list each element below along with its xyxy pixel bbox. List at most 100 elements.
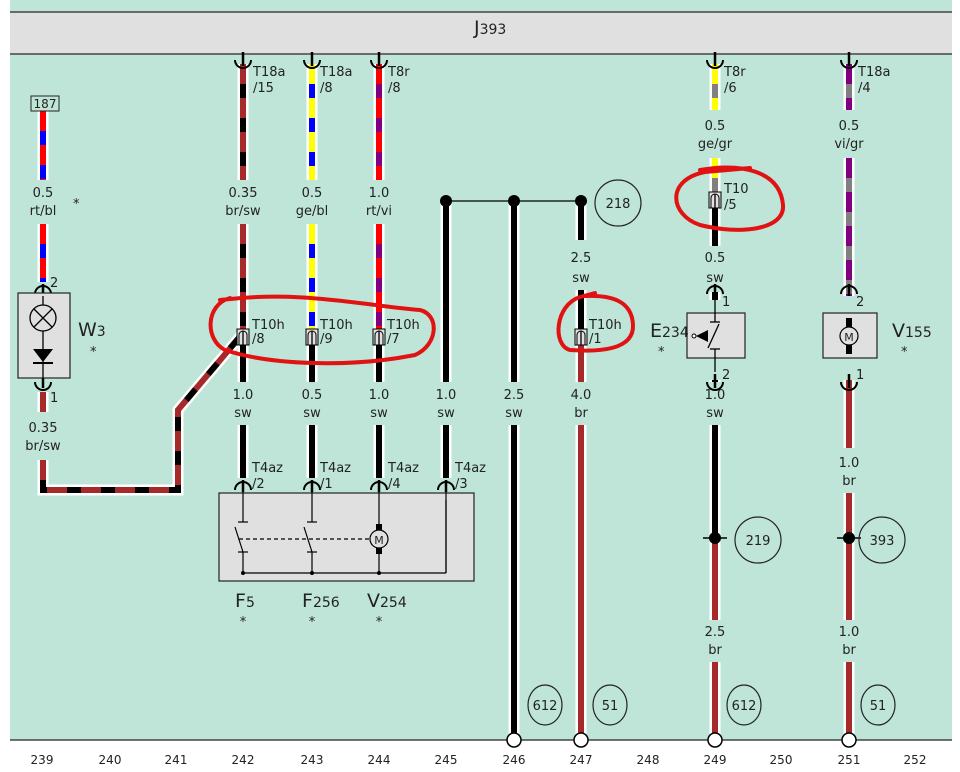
wire-color: rt/bl: [30, 204, 57, 219]
wire-color: sw: [303, 406, 321, 421]
ref-circle-393[interactable]: 393: [858, 516, 906, 564]
asterisk: *: [73, 197, 80, 212]
svg-text:612: 612: [533, 699, 558, 714]
ref-187[interactable]: 187: [34, 97, 57, 111]
connector-label: T4az: [454, 461, 486, 476]
connector-label: T18a: [319, 65, 352, 80]
connector-label: T18a: [857, 65, 890, 80]
column-number: 243: [301, 753, 324, 767]
wire-size: 0.35: [29, 421, 58, 436]
plug-arc: [370, 59, 388, 69]
motor-icon: [839, 326, 859, 346]
ref-circle-219[interactable]: 219: [734, 516, 782, 564]
annotation-circle-t10h-1: [556, 291, 636, 353]
header-band: [10, 12, 952, 54]
wire-color: sw: [706, 406, 724, 421]
wire-size: 0.5: [705, 251, 726, 266]
V155-label[interactable]: V155: [892, 320, 932, 342]
E234-label[interactable]: E234: [650, 320, 689, 342]
inline-connector-icon: [372, 328, 386, 346]
ref-circle-51[interactable]: 51: [860, 684, 896, 726]
connector-pin: /15: [253, 81, 274, 96]
column-number: 251: [838, 753, 861, 767]
wire-size: 0.5: [33, 186, 54, 201]
plug-arc: [303, 59, 321, 69]
ref-circle-612[interactable]: 612: [527, 684, 563, 726]
column-number: 246: [503, 753, 526, 767]
ref-circle-218[interactable]: 218: [594, 179, 642, 227]
plug-connector-icon: [706, 374, 724, 391]
plug-arc: [234, 59, 252, 69]
column-number: 250: [770, 753, 793, 767]
motor-icon: [369, 529, 389, 549]
wire-color: sw: [234, 406, 252, 421]
connector-pin: /9: [320, 332, 333, 347]
wire-stripe-sw: [40, 331, 246, 493]
F5-label[interactable]: F5: [235, 590, 255, 612]
wire-size: 0.35: [229, 186, 258, 201]
motor-glyph: M: [844, 331, 854, 344]
plug-connector-icon: [840, 374, 858, 391]
junction-dot: [440, 195, 452, 207]
wire-239-br-sw-route[interactable]: [37, 329, 248, 496]
node-dot: [241, 571, 245, 575]
connector-label: T8r: [387, 65, 410, 80]
plug-connector-icon: [234, 52, 252, 69]
wire-color: br: [708, 643, 722, 658]
connector-label: T18a: [252, 65, 285, 80]
wire-size: 1.0: [839, 456, 860, 471]
asterisk: *: [901, 345, 908, 360]
wire-color: sw: [572, 271, 590, 286]
wire-size: 0.5: [302, 388, 323, 403]
V254-label[interactable]: V254: [367, 590, 407, 612]
connector-pin: /3: [455, 477, 468, 492]
actuator-node: [691, 333, 697, 339]
F5-F256-V254-component-box[interactable]: [218, 492, 475, 582]
plug-arc: [34, 381, 52, 391]
junction-dot: [508, 195, 520, 207]
wire-size: 1.0: [233, 388, 254, 403]
connector-pin: /4: [388, 477, 401, 492]
pin-label: 1: [50, 391, 58, 406]
column-number: 245: [435, 753, 458, 767]
wire-color: br/sw: [225, 204, 261, 219]
connector-pin: /8: [320, 81, 333, 96]
E234-component-box[interactable]: [686, 312, 746, 359]
connector-pin: /2: [252, 477, 265, 492]
connector-label: T4az: [319, 461, 351, 476]
ref-187-box[interactable]: [30, 95, 60, 112]
plug-arc: [840, 381, 858, 391]
wire-size: 4.0: [571, 388, 592, 403]
ground-terminal: [573, 732, 589, 748]
wire-size: 2.5: [705, 625, 726, 640]
annotation-circle-t10h-group: [208, 294, 436, 366]
wire-color: sw: [370, 406, 388, 421]
column-number: 249: [704, 753, 727, 767]
connector-label: T10h: [319, 318, 353, 333]
asterisk: *: [658, 345, 665, 360]
asterisk: *: [376, 615, 383, 630]
W3-label[interactable]: W3: [78, 319, 106, 341]
connector-label: T4az: [387, 461, 419, 476]
ref-circle-51[interactable]: 51: [592, 684, 628, 726]
connector-label: T4az: [251, 461, 283, 476]
column-number: 239: [31, 753, 54, 767]
F256-label[interactable]: F256: [302, 590, 340, 612]
ground-terminal: [841, 732, 857, 748]
ref-circle-612[interactable]: 612: [726, 684, 762, 726]
wire-size: 2.5: [504, 388, 525, 403]
plug-connector-icon: [706, 284, 724, 296]
plug-arc: [840, 59, 858, 69]
plug-arc: [706, 381, 724, 391]
diode-icon: [33, 349, 53, 362]
asterisk: *: [90, 345, 97, 360]
annotation-circle-t10-5: [674, 165, 785, 232]
connector-pin: /1: [320, 477, 333, 492]
connector-pin: /4: [858, 81, 871, 96]
pin-label: 2: [50, 276, 58, 291]
connector-label: T10h: [386, 318, 420, 333]
connector-label: T10h: [251, 318, 285, 333]
wire-color: sw: [706, 271, 724, 286]
plug-connector-icon: [840, 52, 858, 69]
